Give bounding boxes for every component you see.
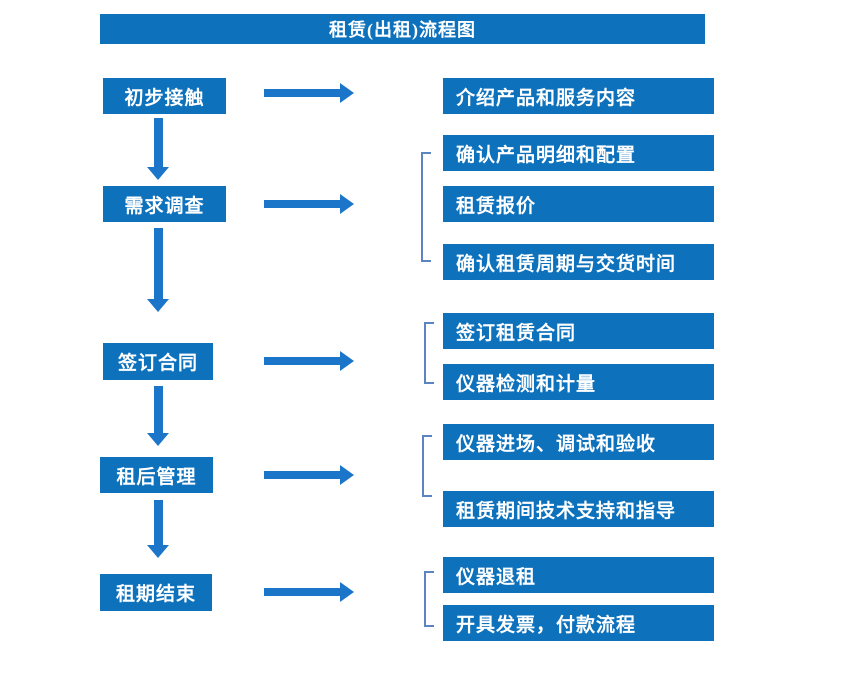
arrow-shaft [264, 588, 340, 596]
step-5-output-1-box: 仪器退租 [443, 557, 714, 593]
step-2-output-3-label: 确认租赁周期与交货时间 [456, 253, 677, 275]
page-title: 租赁(出租)流程图 [329, 20, 476, 40]
arrow-shaft [264, 89, 340, 97]
arrow-head [340, 351, 354, 371]
arrow-shaft [264, 200, 340, 208]
step-1-output-1-box: 介绍产品和服务内容 [443, 78, 714, 114]
step-1-output-1-label: 介绍产品和服务内容 [456, 87, 637, 109]
step-5-output-2-label: 开具发票，付款流程 [456, 614, 637, 636]
title-bar: 租赁(出租)流程图 [100, 14, 705, 44]
step-2-output-2-box: 租赁报价 [443, 186, 714, 222]
arrow-shaft [264, 357, 340, 365]
step-5-output-2-box: 开具发票，付款流程 [443, 605, 714, 641]
step-2-output-1-box: 确认产品明细和配置 [443, 135, 714, 171]
step-2-output-3-box: 确认租赁周期与交货时间 [443, 244, 714, 280]
right-arrow-icon [264, 582, 354, 602]
step-5-output-1-label: 仪器退租 [456, 566, 537, 588]
right-arrow-icon [264, 194, 354, 214]
step-2-output-2-label: 租赁报价 [456, 195, 537, 217]
arrow-head [340, 194, 354, 214]
down-arrow-icon [147, 118, 169, 180]
arrow-head [340, 582, 354, 602]
step-4-box: 租后管理 [100, 457, 213, 493]
down-arrow-icon [147, 500, 169, 558]
arrow-shaft [154, 118, 163, 167]
arrow-head [147, 167, 169, 180]
right-arrow-icon [264, 83, 354, 103]
step-4-label: 租后管理 [116, 466, 197, 488]
step-5-box: 租期结束 [100, 574, 212, 611]
arrow-head [147, 433, 169, 446]
step-4-output-1-box: 仪器进场、调试和验收 [443, 424, 714, 460]
arrow-head [147, 545, 169, 558]
step-1-label: 初步接触 [124, 87, 205, 109]
step-2-label: 需求调查 [124, 195, 205, 217]
step-4-output-2-box: 租赁期间技术支持和指导 [443, 491, 714, 527]
group-bracket-icon [424, 322, 434, 384]
step-3-output-2-label: 仪器检测和计量 [456, 373, 597, 395]
arrow-head [340, 465, 354, 485]
arrow-head [147, 299, 169, 312]
arrow-shaft [154, 228, 163, 299]
step-3-output-1-box: 签订租赁合同 [443, 313, 714, 349]
step-2-output-1-label: 确认产品明细和配置 [456, 144, 637, 166]
step-2-box: 需求调查 [103, 186, 226, 222]
step-4-output-2-label: 租赁期间技术支持和指导 [456, 500, 677, 522]
step-3-output-1-label: 签订租赁合同 [456, 322, 577, 344]
step-3-label: 签订合同 [117, 353, 198, 374]
step-5-label: 租期结束 [115, 584, 196, 605]
arrow-shaft [264, 471, 340, 479]
group-bracket-icon [424, 571, 434, 627]
down-arrow-icon [147, 228, 169, 312]
step-3-box: 签订合同 [103, 343, 213, 380]
arrow-head [340, 83, 354, 103]
arrow-shaft [154, 386, 163, 433]
step-4-output-1-label: 仪器进场、调试和验收 [456, 433, 657, 455]
step-1-box: 初步接触 [103, 78, 226, 114]
step-3-output-2-box: 仪器检测和计量 [443, 364, 714, 400]
group-bracket-icon [421, 152, 431, 262]
right-arrow-icon [264, 465, 354, 485]
arrow-shaft [154, 500, 163, 545]
group-bracket-icon [422, 435, 432, 497]
down-arrow-icon [147, 386, 169, 446]
right-arrow-icon [264, 351, 354, 371]
